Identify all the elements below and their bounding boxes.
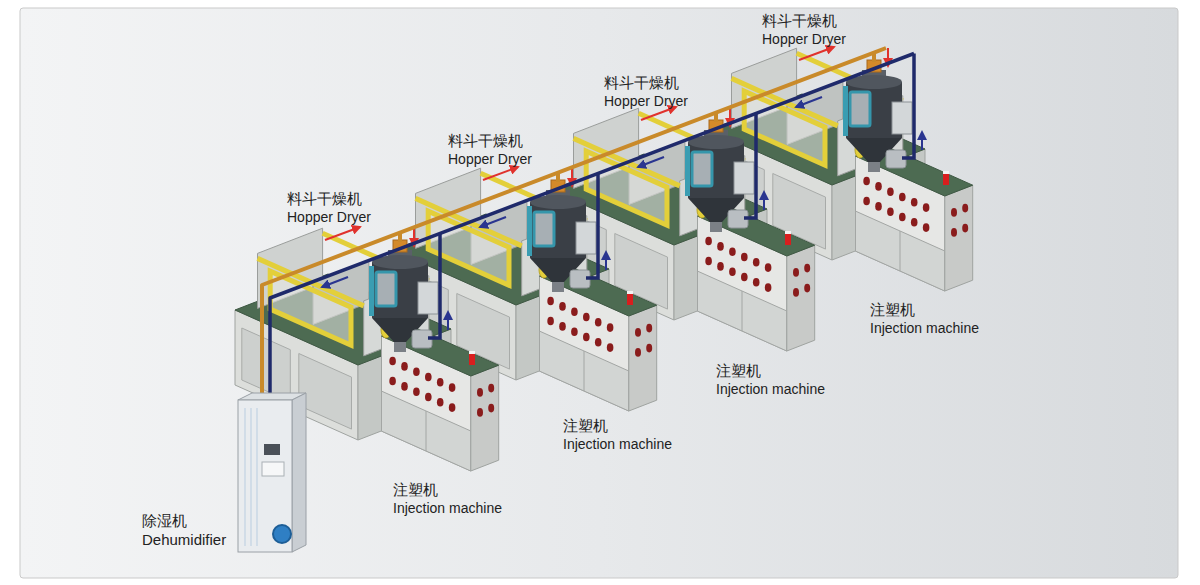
part-label: 注塑机	[870, 301, 915, 318]
control-knob	[273, 525, 291, 543]
front-stripe	[257, 408, 258, 546]
part-label: 料斗干燥机	[287, 190, 362, 207]
part-label: Hopper Dryer	[604, 93, 688, 109]
part-label: 注塑机	[716, 362, 761, 379]
part-label: Injection machine	[716, 381, 825, 397]
background-frame	[20, 8, 1178, 578]
dehumidifier-side	[292, 393, 306, 552]
dehumidifier	[238, 393, 306, 552]
part-label: Hopper Dryer	[448, 151, 532, 167]
part-label: 注塑机	[563, 417, 608, 434]
part-label: Injection machine	[870, 320, 979, 336]
part-label: 注塑机	[393, 481, 438, 498]
control-panel	[262, 462, 284, 476]
part-label: Hopper Dryer	[762, 31, 846, 47]
dehumidifier-front	[238, 400, 292, 552]
part-label: 料斗干燥机	[604, 74, 679, 91]
display-panel	[264, 444, 280, 455]
part-label: Injection machine	[563, 436, 672, 452]
part-label: Hopper Dryer	[287, 209, 371, 225]
front-stripe	[245, 408, 246, 546]
part-label: 除湿机	[142, 512, 187, 529]
return-pipe	[270, 54, 914, 397]
part-label: 料斗干燥机	[448, 132, 523, 149]
front-stripe	[251, 408, 252, 546]
part-label: 料斗干燥机	[762, 12, 837, 29]
part-label: Dehumidifier	[142, 531, 226, 548]
part-label: Injection machine	[393, 500, 502, 516]
